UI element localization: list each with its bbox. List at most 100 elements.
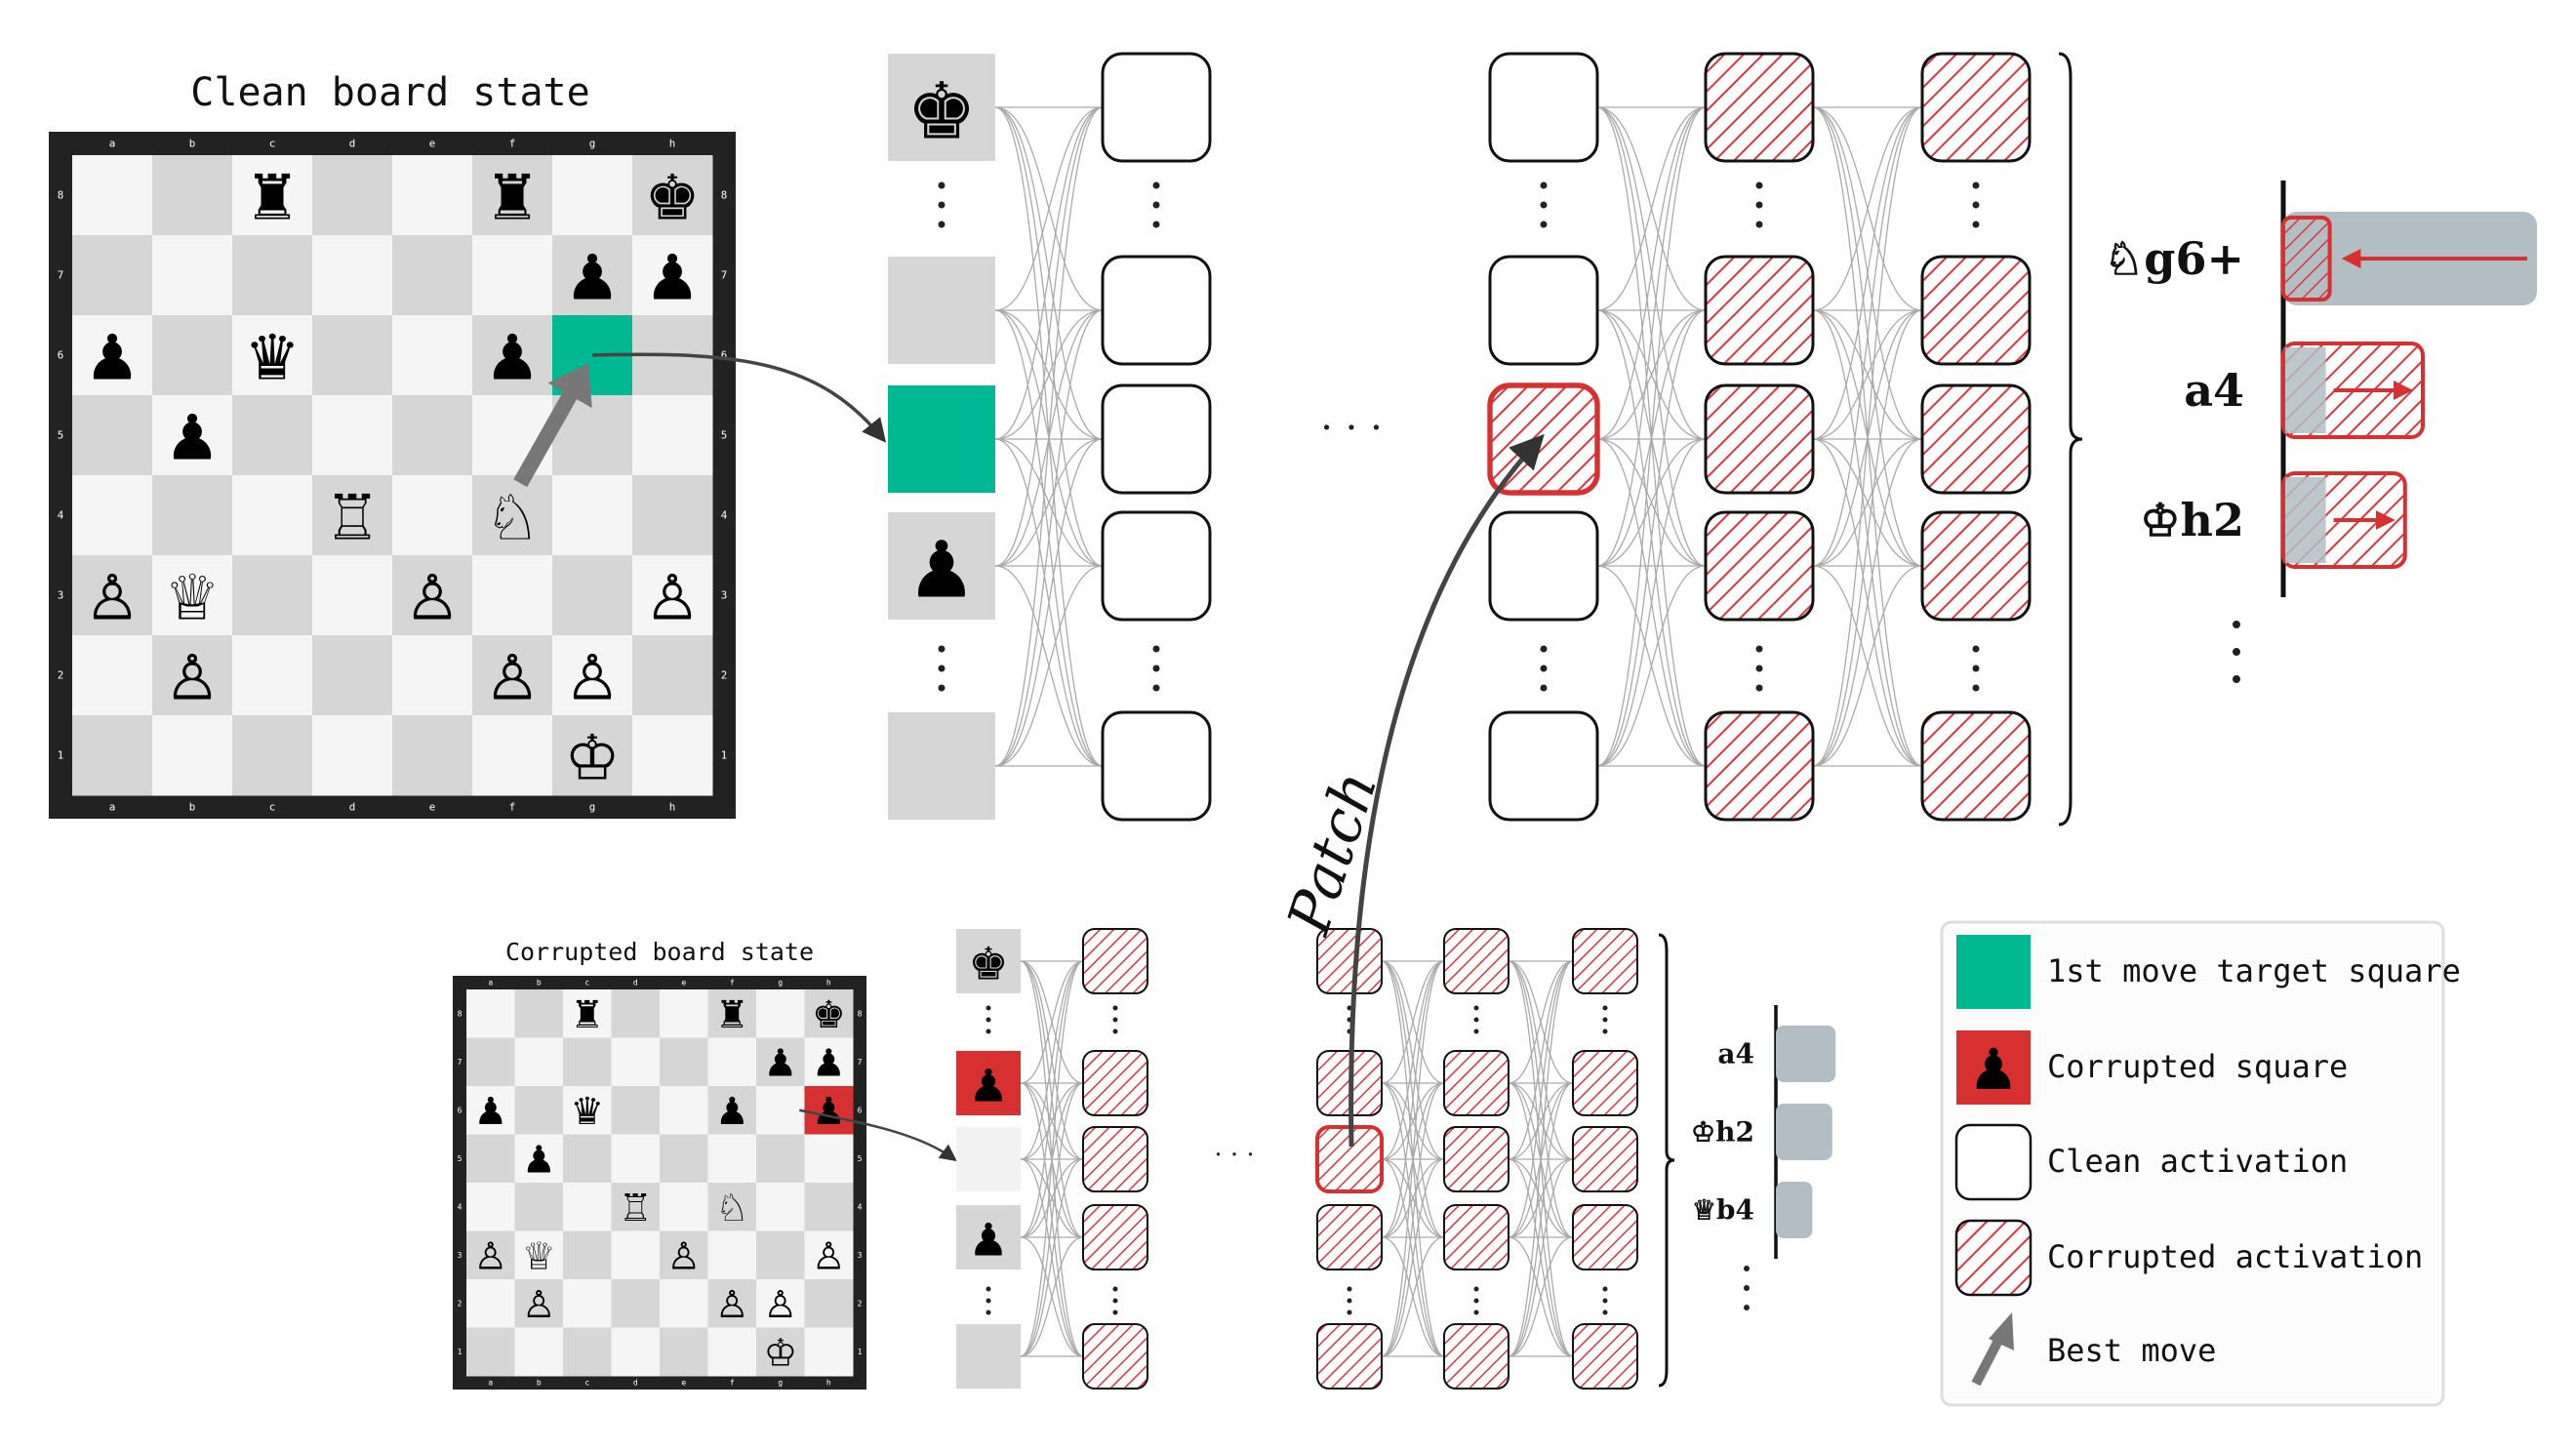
corrupted_board-square [611, 989, 661, 1038]
corrupted_board-rank-right: 1 [858, 1348, 863, 1356]
legend-corrupt-swatch [1956, 1030, 2031, 1105]
bottom_network-edge [1508, 1082, 1574, 1160]
bottom_network-edge [1508, 960, 1574, 1357]
bottom_network-activation-dots [1473, 1310, 1479, 1315]
bottom-output-dots [1744, 1266, 1750, 1271]
clean_board-piece: ♜ [484, 162, 540, 234]
clean_board-square [72, 315, 153, 396]
bottom_network-activation-dots [1347, 1298, 1352, 1304]
top_network-edge [1596, 106, 1707, 567]
bottom-output-move-label: a4 [1717, 1038, 1754, 1070]
corrupted_board-square [563, 1327, 612, 1377]
clean_board-square [632, 395, 713, 476]
corrupted_board-square [804, 1134, 854, 1184]
bottom_network-corrupted-activation [1082, 1050, 1148, 1116]
corrupted_board-square [466, 1037, 515, 1087]
clean_board-square [232, 555, 313, 636]
bottom_network-corrupted-activation [1572, 1323, 1638, 1390]
corrupted_board-square [563, 1134, 612, 1184]
clean_board-piece: ♟ [164, 402, 220, 474]
clean_board-square [472, 155, 553, 236]
corrupted_board-rank-right: 7 [858, 1058, 863, 1067]
clean_board-file-top: h [669, 138, 676, 150]
bottom_network-corrupted-activation [1572, 928, 1638, 994]
bottom_network-corrupted-activation [1316, 1323, 1383, 1390]
clean_board-square [152, 155, 233, 236]
top-network: ♚♟ [888, 52, 2032, 822]
clean-board-title: Clean board state [190, 70, 589, 115]
clean_board-piece: ♙ [564, 642, 620, 714]
corrupted_board-file-top: g [778, 979, 783, 987]
clean_board-rank-left: 5 [58, 429, 64, 442]
top-output-bar-clean [2285, 347, 2326, 433]
corrupted_board-file-top: b [537, 979, 542, 987]
legend-label: Best move [2047, 1332, 2216, 1369]
clean_board-square [632, 715, 713, 796]
top_network-input-token [888, 512, 995, 620]
bottom_network-input-token [956, 1205, 1021, 1270]
patch-label: Patch [1274, 763, 1390, 943]
bottom_network-activation-dots [1112, 1005, 1118, 1011]
bottom_network-edge [1381, 1082, 1445, 1160]
clean_board-square [552, 715, 633, 796]
bottom_network-input-token [956, 1051, 1021, 1115]
clean_board-rank-left: 2 [58, 669, 64, 682]
corrupted_board-square [756, 1230, 805, 1280]
top-output-dots [2233, 675, 2240, 683]
clean_board-piece: ♙ [404, 562, 460, 634]
bottom_network-activation-dots [1112, 1017, 1118, 1023]
corrupted_board-square [611, 1086, 661, 1135]
bottom_network-activation-dots [1602, 1028, 1608, 1034]
bottom_network-corrupted-activation [1082, 928, 1148, 994]
clean_board-piece: ♟ [564, 242, 620, 314]
bottom_network-corrupted-activation [1316, 1204, 1383, 1270]
top_network-clean-activation [1101, 255, 1212, 366]
corrupted_board-square [466, 1086, 515, 1135]
corrupted_board-square [660, 1086, 708, 1135]
bottom_network-corrupted-activation [1443, 1204, 1509, 1270]
top_network-input-token [888, 54, 995, 161]
bottom_network-edge [1381, 1082, 1445, 1357]
top_network-input-dots [938, 645, 946, 653]
clean_board-square [72, 155, 153, 236]
clean_board-square [472, 235, 553, 316]
legend-target-swatch [1956, 935, 2031, 1009]
clean_board-rank-left: 1 [58, 749, 64, 762]
corrupted_board-square [563, 1230, 612, 1280]
corrupted_board-rank-right: 6 [858, 1106, 863, 1114]
bottom-output-move-label: ♕b4 [1692, 1194, 1754, 1227]
top_network-corrupted-activation [1920, 52, 2032, 163]
bottom_network-edge [1381, 1158, 1445, 1238]
corrupted_board-square [563, 989, 612, 1038]
top_network-edge [994, 309, 1104, 767]
legend-clean-swatch [1954, 1123, 2033, 1201]
corrupted_board-rank-left: 4 [458, 1202, 463, 1211]
top_network-activation-dots [1755, 645, 1763, 653]
corrupted_board-file-top: f [730, 979, 735, 987]
top_network-activation-dots [1540, 665, 1548, 672]
corrupted_board-piece: ♙ [666, 1235, 701, 1279]
bottom_network-edge [1381, 960, 1445, 1238]
clean_board-square [552, 635, 633, 716]
bottom-output-bar [1776, 1182, 1813, 1238]
top_network-edge [1812, 438, 1923, 767]
top_network-activation-dots [1540, 181, 1548, 189]
corrupted_board-square [756, 1134, 805, 1184]
bottom_network-input-token [956, 1324, 1021, 1389]
corrupted_board-file-bottom: g [778, 1379, 783, 1388]
corrupted_board-file-top: e [681, 979, 686, 987]
corrupted_board-rank-left: 8 [458, 1009, 463, 1018]
legend-label: Corrupted square [2047, 1048, 2348, 1085]
top_network-activation-dots [1540, 684, 1548, 692]
corrupted_board-piece: ♚ [812, 993, 846, 1037]
top_network-edge [1596, 438, 1707, 767]
corrupted_board-file-bottom: a [488, 1379, 493, 1388]
bottom_network-input-dots [986, 1310, 991, 1315]
clean_board-square [152, 235, 233, 316]
clean_board-file-bottom: h [669, 801, 676, 814]
corrupted_board-square [466, 1327, 515, 1377]
corrupted_board-square [804, 989, 854, 1038]
bottom_network-activation-dots [1473, 1005, 1479, 1011]
legend-label: 1st move target square [2047, 952, 2461, 989]
clean_board-square [392, 155, 473, 236]
